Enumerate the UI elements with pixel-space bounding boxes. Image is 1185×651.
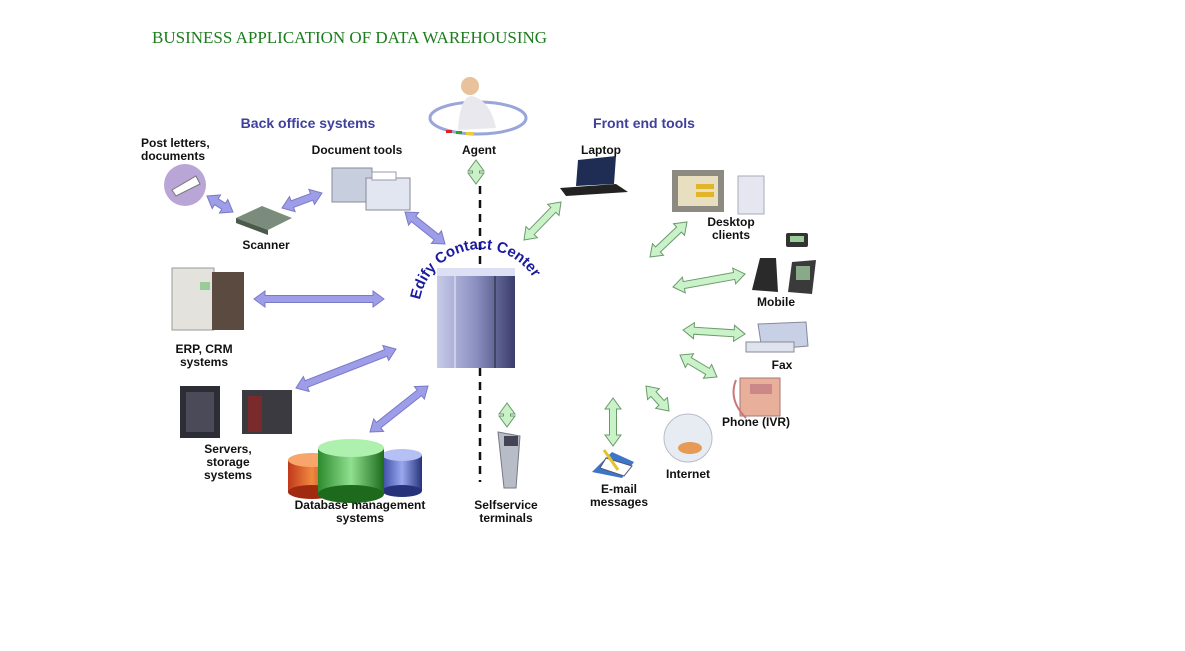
telephone-icon: [732, 377, 781, 419]
arrow-selfservice: [498, 402, 516, 428]
kiosk-icon: [497, 431, 521, 489]
globe-icon: [663, 413, 713, 463]
arrow-email: [604, 397, 622, 447]
label-mobile: Mobile: [757, 295, 795, 309]
section-back-office: Back office systems: [240, 115, 376, 131]
label-scanner: Scanner: [242, 238, 290, 252]
label-document-tools: Document tools: [311, 143, 403, 157]
arrow-internet: [645, 385, 670, 412]
arrow-database-hub: [369, 385, 429, 433]
server-cabinet-icon: [171, 267, 244, 331]
label-post-letters: Post letters,documents: [141, 136, 210, 163]
printer-icon: [331, 167, 411, 211]
label-laptop: Laptop: [581, 143, 621, 157]
arrow-post-scanner: [206, 194, 234, 214]
server-tower-icon: [437, 268, 515, 368]
label-fax: Fax: [771, 358, 793, 372]
agent-headset-icon: [428, 77, 528, 136]
label-agent: Agent: [462, 143, 496, 157]
connector-arrows: [206, 159, 746, 447]
arrow-agent-hub: [467, 159, 485, 185]
arrow-erp-hub: [253, 290, 385, 308]
page-title: BUSINESS APPLICATION OF DATA WAREHOUSING: [152, 28, 548, 47]
scanner-icon: [236, 206, 292, 235]
arrow-doctools-hub: [404, 211, 446, 245]
email-icon: [592, 449, 634, 478]
section-front-end: Front end tools: [593, 115, 695, 131]
desktop-icon: [672, 170, 765, 215]
arrow-scanner-doctools: [281, 188, 323, 213]
arrow-laptop-hub: [523, 201, 562, 241]
arrow-servers-hub: [295, 344, 397, 393]
arrow-mobile: [672, 267, 746, 294]
envelope-icon: [164, 164, 206, 206]
mobile-phone-icon: [752, 233, 816, 294]
label-phone: Phone (IVR): [722, 415, 790, 429]
laptop-icon: [560, 156, 628, 196]
servers-icon: [180, 386, 292, 438]
fax-icon: [745, 321, 809, 353]
arrow-phone: [679, 353, 718, 379]
arrow-fax: [682, 321, 746, 343]
arrow-desktop: [649, 221, 688, 258]
label-internet: Internet: [665, 467, 711, 481]
database-icon: [288, 439, 422, 503]
